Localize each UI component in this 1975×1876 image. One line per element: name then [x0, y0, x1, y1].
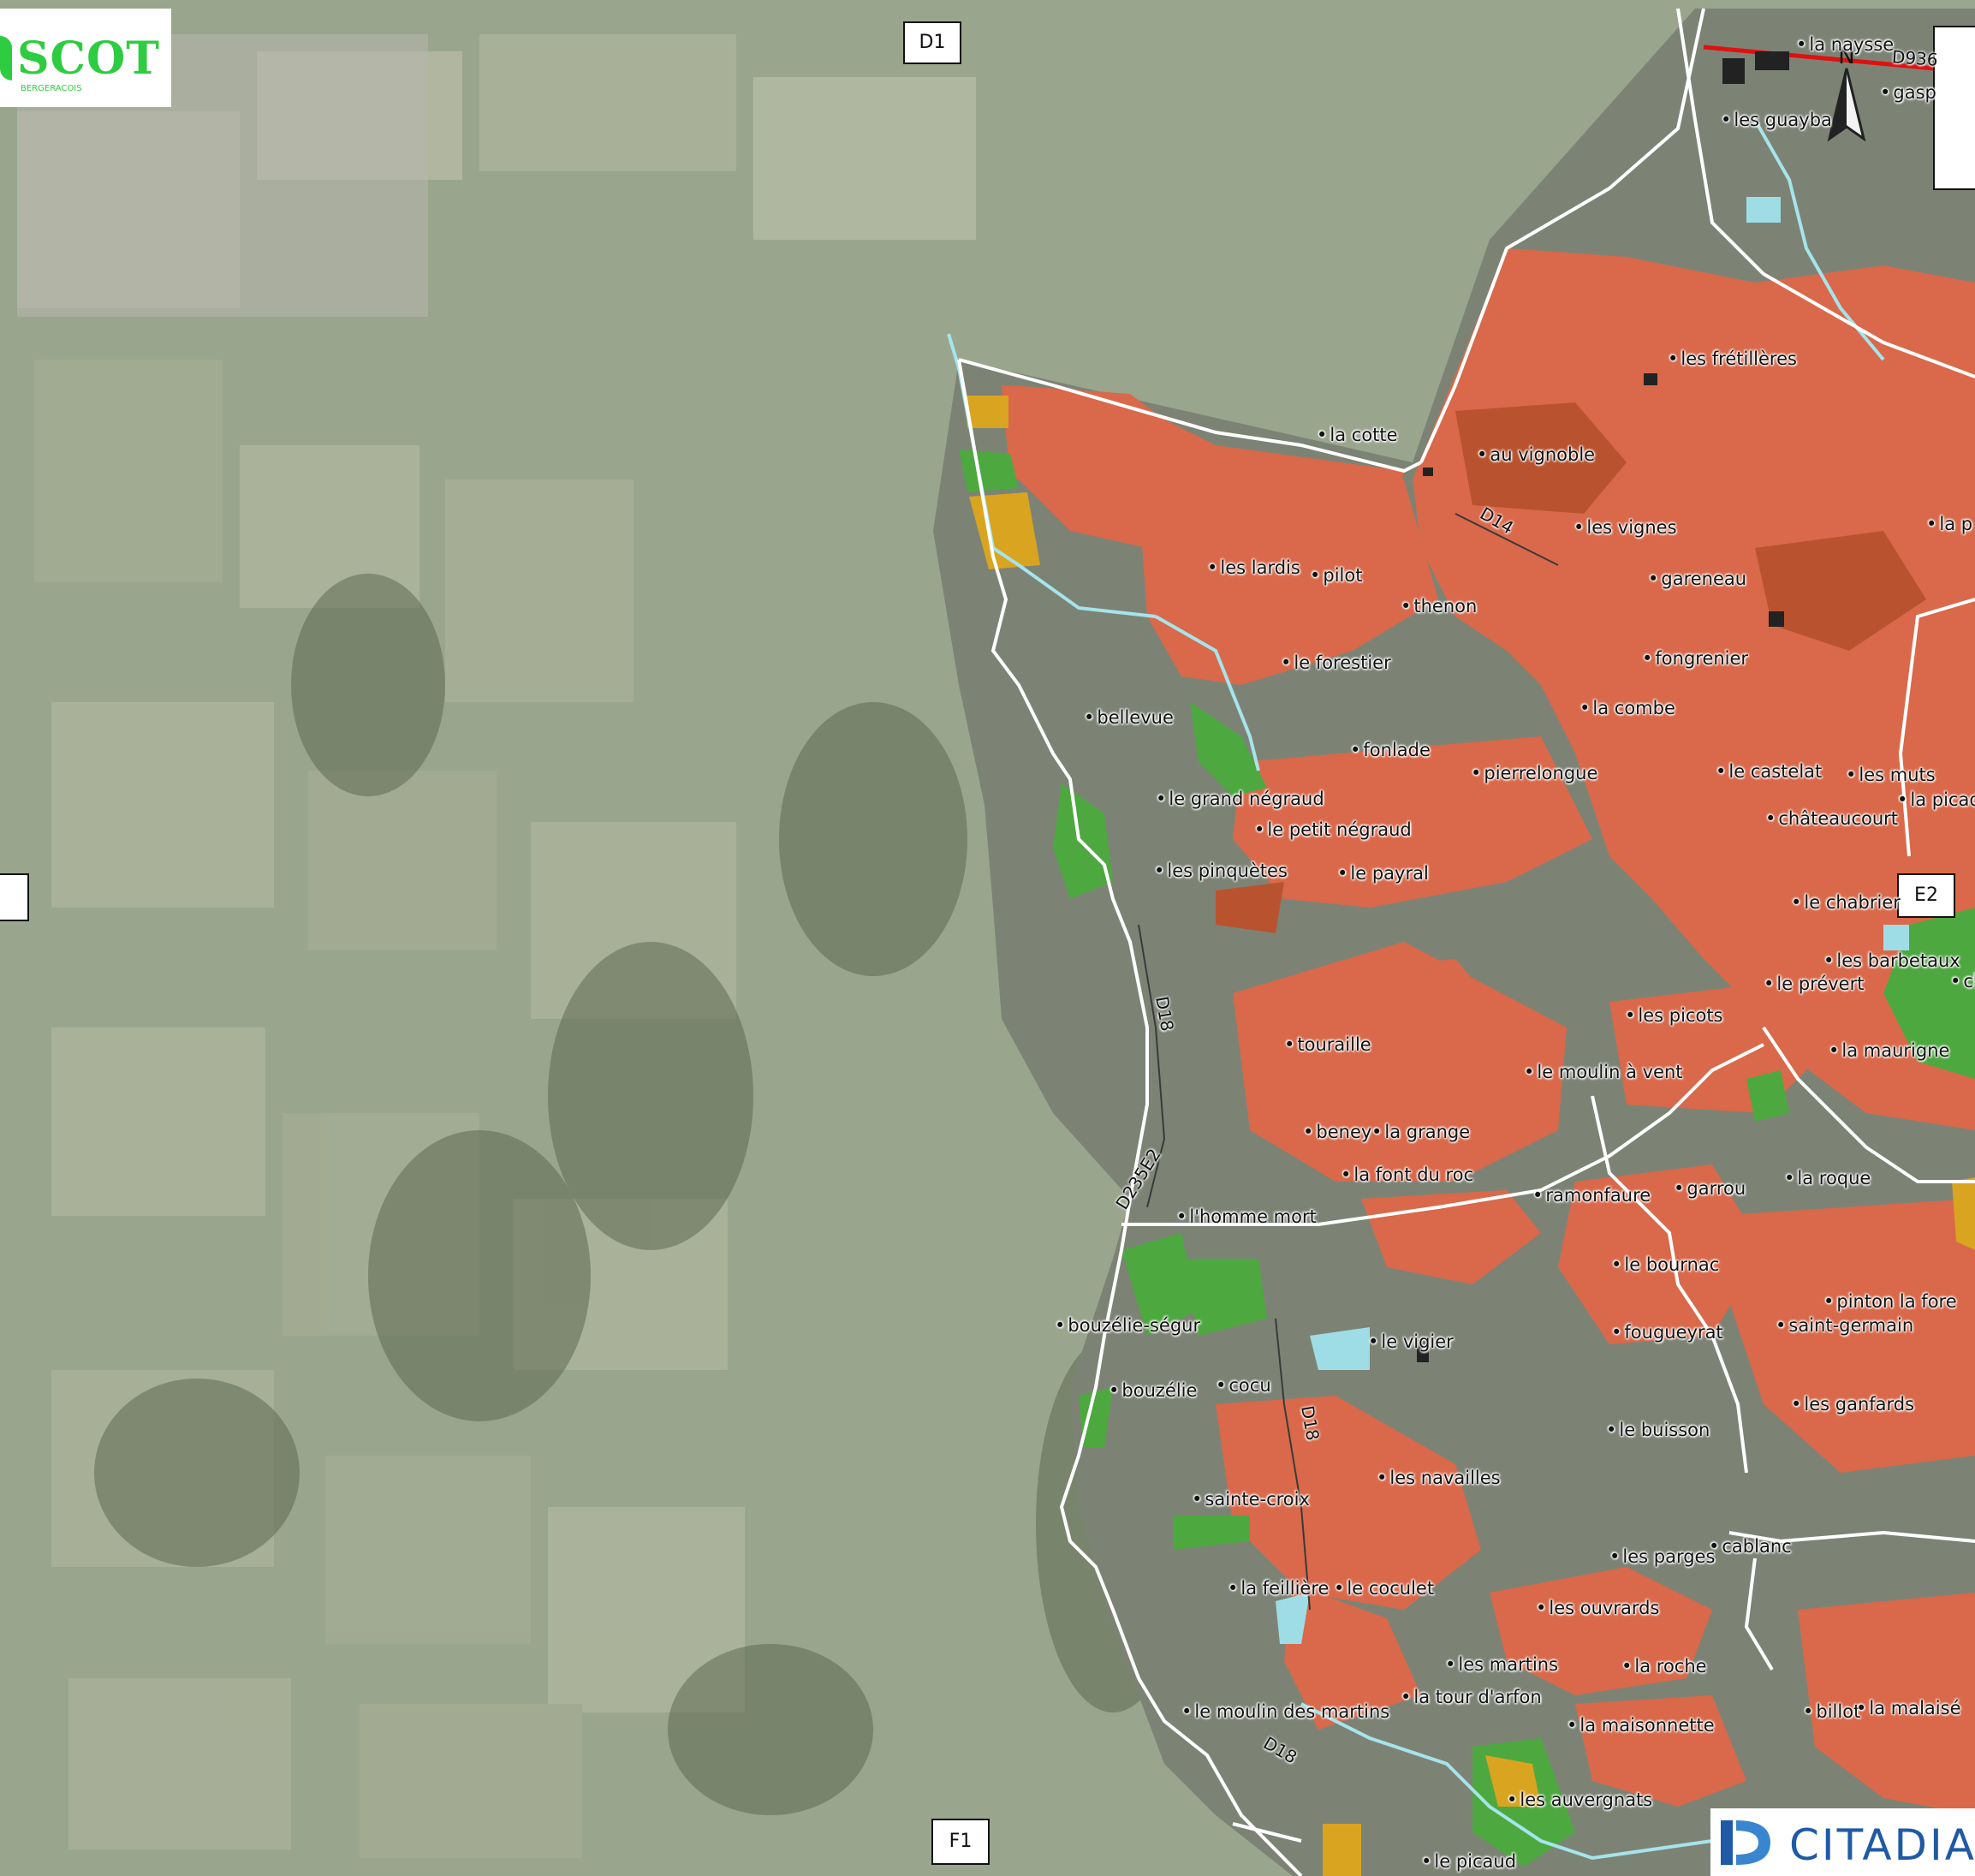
place-label: billot — [1803, 1701, 1860, 1722]
place-label: la font du roc — [1341, 1164, 1473, 1185]
place-label: la p — [1926, 514, 1972, 534]
scot-logo-subtext: BERGERACOIS — [21, 84, 82, 93]
citadia-logo: CITADIA — [1710, 1808, 1975, 1876]
place-label: fongrenier — [1642, 648, 1748, 669]
place-label: cocu — [1216, 1375, 1270, 1396]
north-arrow-icon: N — [1827, 45, 1866, 142]
place-label: la roque — [1784, 1168, 1871, 1188]
place-label: les auvergnats — [1507, 1790, 1652, 1810]
roads-lines — [1138, 513, 1559, 1611]
water-features — [1276, 197, 1909, 1644]
place-label: bouzélie — [1109, 1380, 1197, 1401]
place-label: la maurigne — [1829, 1040, 1949, 1061]
place-label: le payral — [1337, 863, 1428, 884]
place-label: le chabrier — [1791, 892, 1901, 913]
place-label: fonlade — [1350, 740, 1431, 760]
place-label: les pinquètes — [1154, 861, 1288, 881]
place-label: gareneau — [1648, 569, 1746, 589]
place-label: cablanc — [1709, 1536, 1791, 1557]
place-label: touraille — [1284, 1034, 1371, 1055]
forest-patches — [94, 574, 1190, 1815]
place-label: sainte-croix — [1192, 1489, 1310, 1510]
place-label: le moulin à vent — [1524, 1062, 1682, 1082]
place-label: le prévert — [1764, 974, 1864, 994]
place-label: l'homme mort — [1176, 1206, 1316, 1227]
place-label: les navailles — [1377, 1468, 1500, 1488]
place-label: pierrelongue — [1471, 763, 1597, 783]
place-label: au vignoble — [1477, 444, 1595, 465]
place-label: les picots — [1625, 1005, 1722, 1026]
place-label: le vigier — [1368, 1331, 1453, 1352]
place-label: le castelat — [1716, 761, 1822, 782]
place-label: la roche — [1621, 1656, 1706, 1676]
place-label: la grange — [1371, 1122, 1470, 1142]
place-label: le petit négraud — [1254, 819, 1411, 840]
place-label: fougueyrat — [1611, 1322, 1722, 1343]
place-label: châteaucourt — [1765, 808, 1898, 829]
place-label: ramonfaure — [1532, 1185, 1651, 1206]
scot-logo: SCOT BERGERACOIS — [0, 9, 171, 107]
place-label: le bournac — [1611, 1254, 1719, 1275]
place-label: la cotte — [1317, 425, 1397, 445]
place-label: gasp — [1880, 82, 1936, 103]
road-d936-line — [1703, 45, 1936, 71]
place-label: beney — [1303, 1122, 1371, 1142]
place-label: la feillière — [1228, 1578, 1329, 1599]
place-label: la picadie — [1897, 789, 1975, 810]
place-label: thenon — [1401, 596, 1477, 616]
place-label: les ouvrards — [1536, 1598, 1659, 1618]
place-label: la tour d'arfon — [1401, 1687, 1541, 1707]
commune-boundaries — [957, 8, 1975, 1876]
place-label: pinton la fore — [1823, 1291, 1956, 1312]
place-label: les vignes — [1573, 517, 1676, 538]
legend-frame — [1933, 26, 1975, 190]
yellow-zones — [966, 396, 1975, 1876]
grid-tile-left-edge[interactable] — [0, 873, 29, 921]
place-label: le forestier — [1281, 652, 1390, 673]
place-label: bellevue — [1084, 707, 1174, 728]
place-label: les lardis — [1207, 557, 1300, 578]
place-label: les barbetaux — [1823, 950, 1960, 971]
place-label: les martins — [1445, 1654, 1558, 1675]
place-label: la combe — [1579, 698, 1675, 718]
place-label: le picaud — [1421, 1851, 1516, 1872]
place-label: le buisson — [1606, 1420, 1710, 1440]
grid-tile-e2[interactable]: E2 — [1897, 873, 1955, 918]
place-label: le coculet — [1334, 1578, 1434, 1599]
place-label: les frétillères — [1668, 348, 1797, 369]
place-label: saint-germain — [1776, 1315, 1913, 1336]
citadia-logo-text: CITADIA — [1789, 1820, 1975, 1870]
place-label: les ganfards — [1791, 1394, 1914, 1414]
place-label: le grand négraud — [1156, 789, 1324, 809]
place-label: bouzélie-ségur — [1055, 1315, 1200, 1336]
citadia-mark-icon — [1721, 1820, 1770, 1865]
place-label: ch — [1950, 971, 1975, 992]
grid-tile-d1[interactable]: D1 — [903, 21, 961, 64]
place-label: la naysse — [1796, 34, 1894, 55]
road-label-d936: D936 — [1891, 46, 1939, 70]
place-label: pilot — [1310, 565, 1362, 586]
place-label: la malaisé — [1856, 1698, 1960, 1718]
scot-leaf-icon — [0, 36, 12, 80]
grid-tile-f1[interactable]: F1 — [931, 1819, 990, 1865]
place-label: les guayba — [1721, 110, 1832, 130]
place-label: la maisonnette — [1567, 1715, 1714, 1736]
place-label: le moulin des martins — [1181, 1701, 1389, 1722]
place-label: les parges — [1609, 1546, 1715, 1567]
place-label: garrou — [1674, 1178, 1746, 1199]
scot-logo-text: SCOT — [17, 33, 160, 85]
place-label: les muts — [1846, 765, 1935, 785]
